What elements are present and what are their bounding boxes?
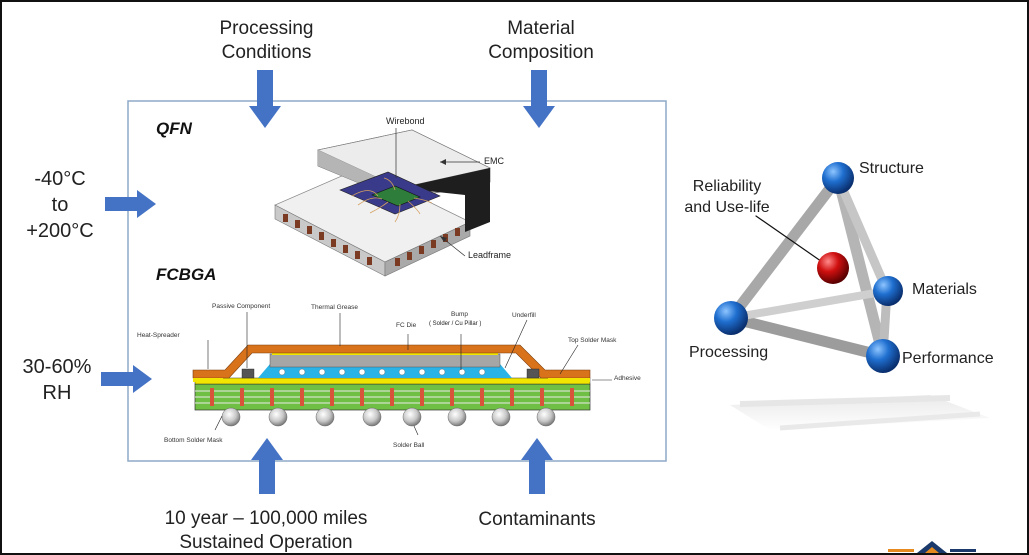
temp-line3: +200°C <box>26 220 94 242</box>
humidity-line2: RH <box>42 382 72 404</box>
arrow-material-down-icon <box>523 70 555 128</box>
logo-fragment-icon <box>888 541 976 553</box>
tetrahedron-shadow <box>730 395 990 431</box>
label-processing-conditions: Processing Conditions <box>204 17 329 65</box>
arrow-temperature-right-icon <box>105 190 156 218</box>
tetra-label-reliability: Reliability and Use-life <box>672 176 782 218</box>
sphere-structure-icon <box>822 162 854 194</box>
reliability-line1: Reliability <box>692 178 762 195</box>
fcbga-title: FCBGA <box>156 265 217 284</box>
tetra-label-performance: Performance <box>902 350 994 367</box>
fcbga-label-adhesive: Adhesive <box>614 375 641 382</box>
fcbga-label-bottom-solder-mask: Bottom Solder Mask <box>164 437 223 444</box>
qfn-title: QFN <box>156 119 192 138</box>
arrow-operation-up-icon <box>251 438 283 494</box>
material-line1: Material <box>507 18 575 39</box>
fcbga-label-bump: Bump <box>451 311 468 318</box>
sphere-performance-icon <box>866 339 900 373</box>
fcbga-label-top-solder-mask: Top Solder Mask <box>568 337 617 344</box>
fcbga-cross-section <box>192 312 612 436</box>
tetrahedron-rods <box>725 172 892 362</box>
sphere-processing-icon <box>714 301 748 335</box>
qfn-label-leadframe: Leadframe <box>468 250 512 260</box>
processing-line2: Conditions <box>221 42 312 63</box>
operation-line1: 10 year – 100,000 miles <box>164 508 368 529</box>
processing-line1: Processing <box>219 18 314 39</box>
fcbga-label-underfill: Underfill <box>512 312 536 319</box>
fcbga-label-thermal-grease: Thermal Grease <box>311 304 358 311</box>
arrow-processing-down-icon <box>249 70 281 128</box>
label-temperature-range: -40°C to +200°C <box>10 166 110 244</box>
fcbga-label-heat-spreader: Heat-Spreader <box>137 332 180 339</box>
operation-line2: Sustained Operation <box>179 532 353 553</box>
fcbga-label-passive-component: Passive Component <box>212 303 271 310</box>
temp-line2: to <box>51 194 69 216</box>
sphere-reliability-icon <box>817 252 849 284</box>
fcbga-label-fc-die: FC Die <box>396 322 417 329</box>
humidity-line1: 30-60% <box>22 356 92 378</box>
material-line2: Composition <box>488 42 594 63</box>
label-material-composition: Material Composition <box>476 17 606 65</box>
label-sustained-operation: 10 year – 100,000 miles Sustained Operat… <box>150 507 382 555</box>
tetra-label-materials: Materials <box>912 281 977 298</box>
tetra-label-structure: Structure <box>859 160 924 177</box>
arrow-contaminants-up-icon <box>521 438 553 494</box>
sphere-materials-icon <box>873 276 903 306</box>
qfn-package-illustration <box>274 128 491 277</box>
fcbga-label-bump-sub: ( Solder / Cu Pillar ) <box>429 321 482 327</box>
label-humidity: 30-60% RH <box>14 354 100 406</box>
arrow-humidity-right-icon <box>101 365 152 393</box>
temp-line1: -40°C <box>34 168 86 190</box>
qfn-label-emc: EMC <box>484 156 504 166</box>
fcbga-label-solder-ball: Solder Ball <box>393 442 425 449</box>
reliability-line2: and Use-life <box>684 199 770 216</box>
label-contaminants: Contaminants <box>478 509 596 530</box>
tetra-label-processing: Processing <box>689 344 769 361</box>
qfn-label-wirebond: Wirebond <box>386 116 425 126</box>
